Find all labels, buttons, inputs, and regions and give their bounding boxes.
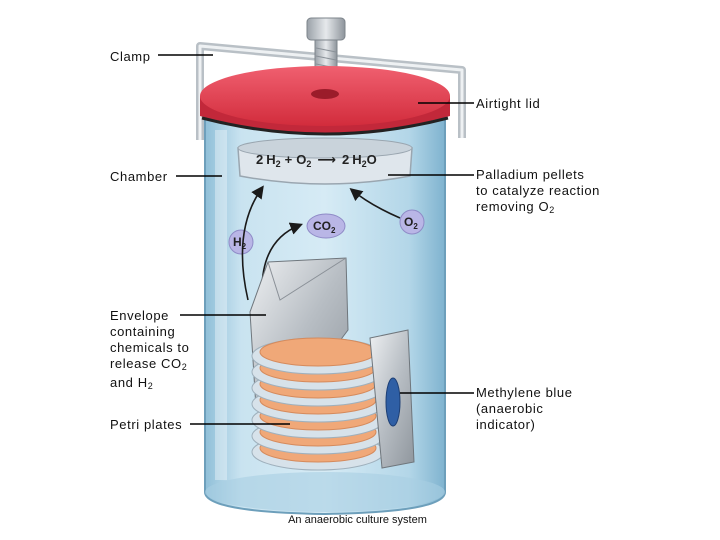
palladium-pellets <box>237 137 413 185</box>
co2-molecule: CO2 <box>306 213 346 239</box>
petri-plate-stack <box>251 337 385 471</box>
methylene-blue-indicator <box>369 329 415 469</box>
label-envelope: Envelope containing chemicals to release… <box>110 308 190 391</box>
label-chamber: Chamber <box>110 169 168 184</box>
figure-caption: An anaerobic culture system <box>288 514 427 526</box>
label-airtight-lid: Airtight lid <box>476 96 541 111</box>
airtight-lid <box>200 66 450 136</box>
o2-molecule: O2 <box>399 209 425 235</box>
label-clamp: Clamp <box>110 49 151 64</box>
label-methylene-blue: Methylene blue (anaerobic indicator) <box>476 385 573 432</box>
label-petri-plates: Petri plates <box>110 417 183 432</box>
leader-lines <box>158 54 474 425</box>
agar-medium <box>259 337 377 367</box>
svg-text:O2: O2 <box>404 215 418 231</box>
svg-text:H2: H2 <box>233 235 247 251</box>
svg-text:CO2: CO2 <box>313 219 336 235</box>
label-palladium-pellets: Palladium pellets to catalyze reaction r… <box>476 167 601 215</box>
h2-molecule: H2 <box>228 229 254 255</box>
